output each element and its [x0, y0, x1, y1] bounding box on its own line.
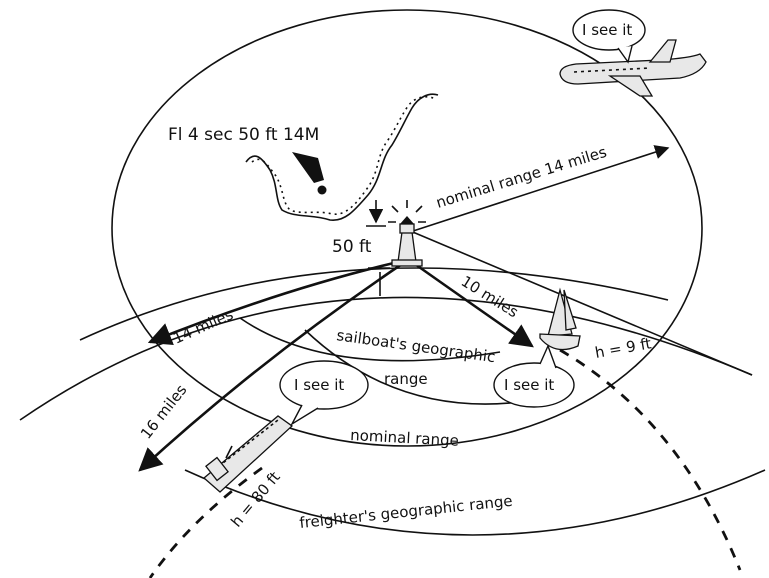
coastline-dots: [251, 96, 437, 215]
freighter-bubble-text: I see it: [294, 376, 344, 394]
ten-miles-label: 10 miles: [458, 272, 522, 321]
fourteen-miles-arrow: [147, 260, 399, 346]
freighter-icon: [203, 415, 294, 493]
height-label: 50 ft: [332, 237, 372, 257]
sailboat-geo-arc: [79, 267, 669, 341]
nominal-range-label: nominal range: [350, 426, 460, 450]
coastline: [245, 93, 439, 221]
hazard-exclamation-dot: [317, 185, 327, 195]
airplane-icon: [559, 39, 707, 97]
freighter-speech-bubble: [279, 360, 369, 426]
airplane-bubble-text: I see it: [582, 21, 632, 39]
freighter-geographic-range-arc: [184, 469, 766, 536]
nominal-range-circle: [111, 9, 703, 447]
sailboat-bubble-text: I see it: [504, 376, 554, 394]
sixteen-miles-arrow: [138, 262, 403, 472]
nominal-range-14-label: nominal range 14 miles: [434, 143, 609, 212]
lighthouse-icon: [388, 200, 426, 267]
sailboat-geo-range-label-2: range: [384, 370, 428, 388]
sailboat-geographic-range-arc: [239, 317, 501, 362]
fourteen-miles-label: 14 miles: [170, 305, 236, 347]
ten-miles-arrow: [411, 260, 534, 348]
sightline-right: [407, 229, 753, 376]
sailboat-speech-bubble: [493, 344, 575, 408]
inner-earth-arc: [19, 296, 753, 421]
freighter-dashed-horizon: [148, 466, 263, 578]
light-characteristic-label: Fl 4 sec 50 ft 14M: [168, 125, 319, 145]
sailboat-dashed-horizon: [559, 348, 742, 571]
freighter-geo-range-label: freighter's geographic range: [299, 492, 514, 532]
nominal-range-arrow: [409, 145, 670, 233]
sailboat-icon: [539, 287, 581, 351]
airplane-speech-bubble: [572, 9, 646, 64]
hazard-exclamation-icon: [292, 152, 324, 183]
